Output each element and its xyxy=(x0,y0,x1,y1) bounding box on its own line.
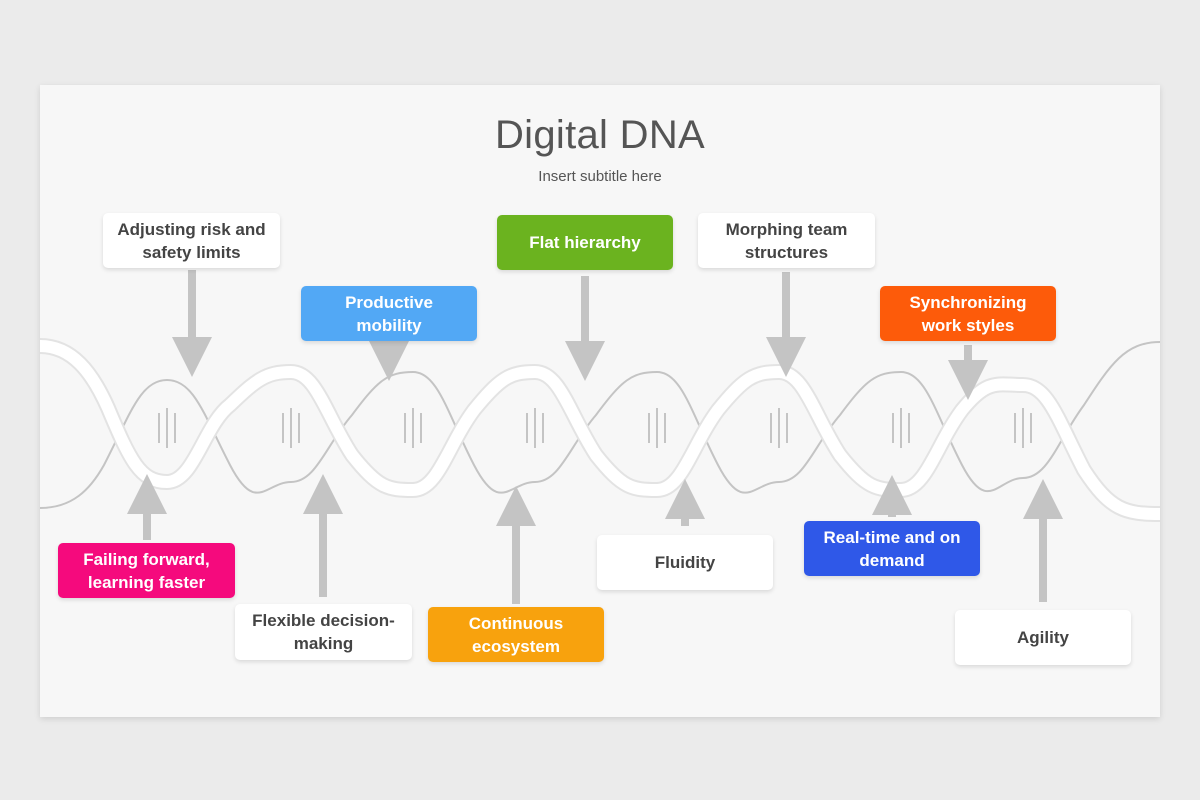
base-pair-3 xyxy=(404,408,422,448)
slide-subtitle: Insert subtitle here xyxy=(538,168,662,185)
label-fluidity: Fluidity xyxy=(654,553,716,572)
box-productive-mobility: Productive mobility xyxy=(301,286,477,341)
box-flat-hierarchy: Flat hierarchy xyxy=(497,215,673,270)
label-real-time: Real-time and on demand xyxy=(823,527,961,570)
base-pair-1 xyxy=(158,408,176,448)
base-pair-7 xyxy=(892,408,910,448)
base-pair-6 xyxy=(770,408,788,448)
box-real-time: Real-time and on demand xyxy=(804,521,980,576)
box-synchronizing: Synchronizing work styles xyxy=(880,286,1056,341)
label-continuous-ecosystem: Continuous ecosystem xyxy=(468,613,564,656)
label-agility: Agility xyxy=(1017,628,1069,647)
label-adjusting-risk: Adjusting risk and safety limits xyxy=(117,219,266,262)
box-morphing-team: Morphing team structures xyxy=(698,213,875,268)
dna-strand-gray xyxy=(39,341,1161,509)
box-failing-forward: Failing forward, learning faster xyxy=(58,543,235,598)
label-morphing-team: Morphing team structures xyxy=(725,219,848,262)
label-failing-forward: Failing forward, learning faster xyxy=(83,549,210,592)
label-productive-mobility: Productive mobility xyxy=(345,292,433,335)
label-synchronizing: Synchronizing work styles xyxy=(909,292,1027,335)
base-pair-8 xyxy=(1014,408,1032,448)
arrows xyxy=(127,270,1063,604)
label-flexible-decision: Flexible decision-making xyxy=(252,611,395,653)
box-agility: Agility xyxy=(955,610,1131,665)
base-pair-5 xyxy=(648,408,666,448)
base-pair-2 xyxy=(282,408,300,448)
box-continuous-ecosystem: Continuous ecosystem xyxy=(428,607,604,662)
dna-base-pairs xyxy=(158,408,1032,448)
box-adjusting-risk: Adjusting risk and safety limits xyxy=(103,213,280,268)
base-pair-4 xyxy=(526,408,544,448)
box-flexible-decision: Flexible decision-making xyxy=(235,604,412,660)
label-flat-hierarchy: Flat hierarchy xyxy=(529,233,641,252)
box-fluidity: Fluidity xyxy=(597,535,773,590)
dna-strand-white xyxy=(39,338,1161,522)
slide-title: Digital DNA xyxy=(494,113,706,157)
